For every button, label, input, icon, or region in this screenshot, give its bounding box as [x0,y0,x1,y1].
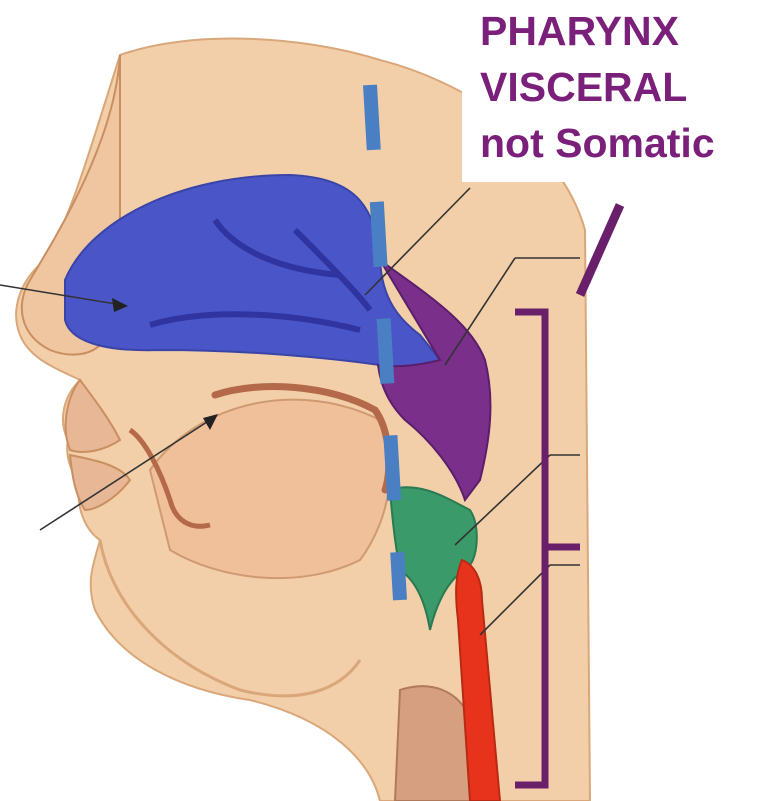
title-line-visceral: VISCERAL [480,64,760,110]
title-line-pharynx: PHARYNX [480,8,760,54]
trachea [395,686,470,801]
title-line-not-somatic: not Somatic [480,120,760,166]
